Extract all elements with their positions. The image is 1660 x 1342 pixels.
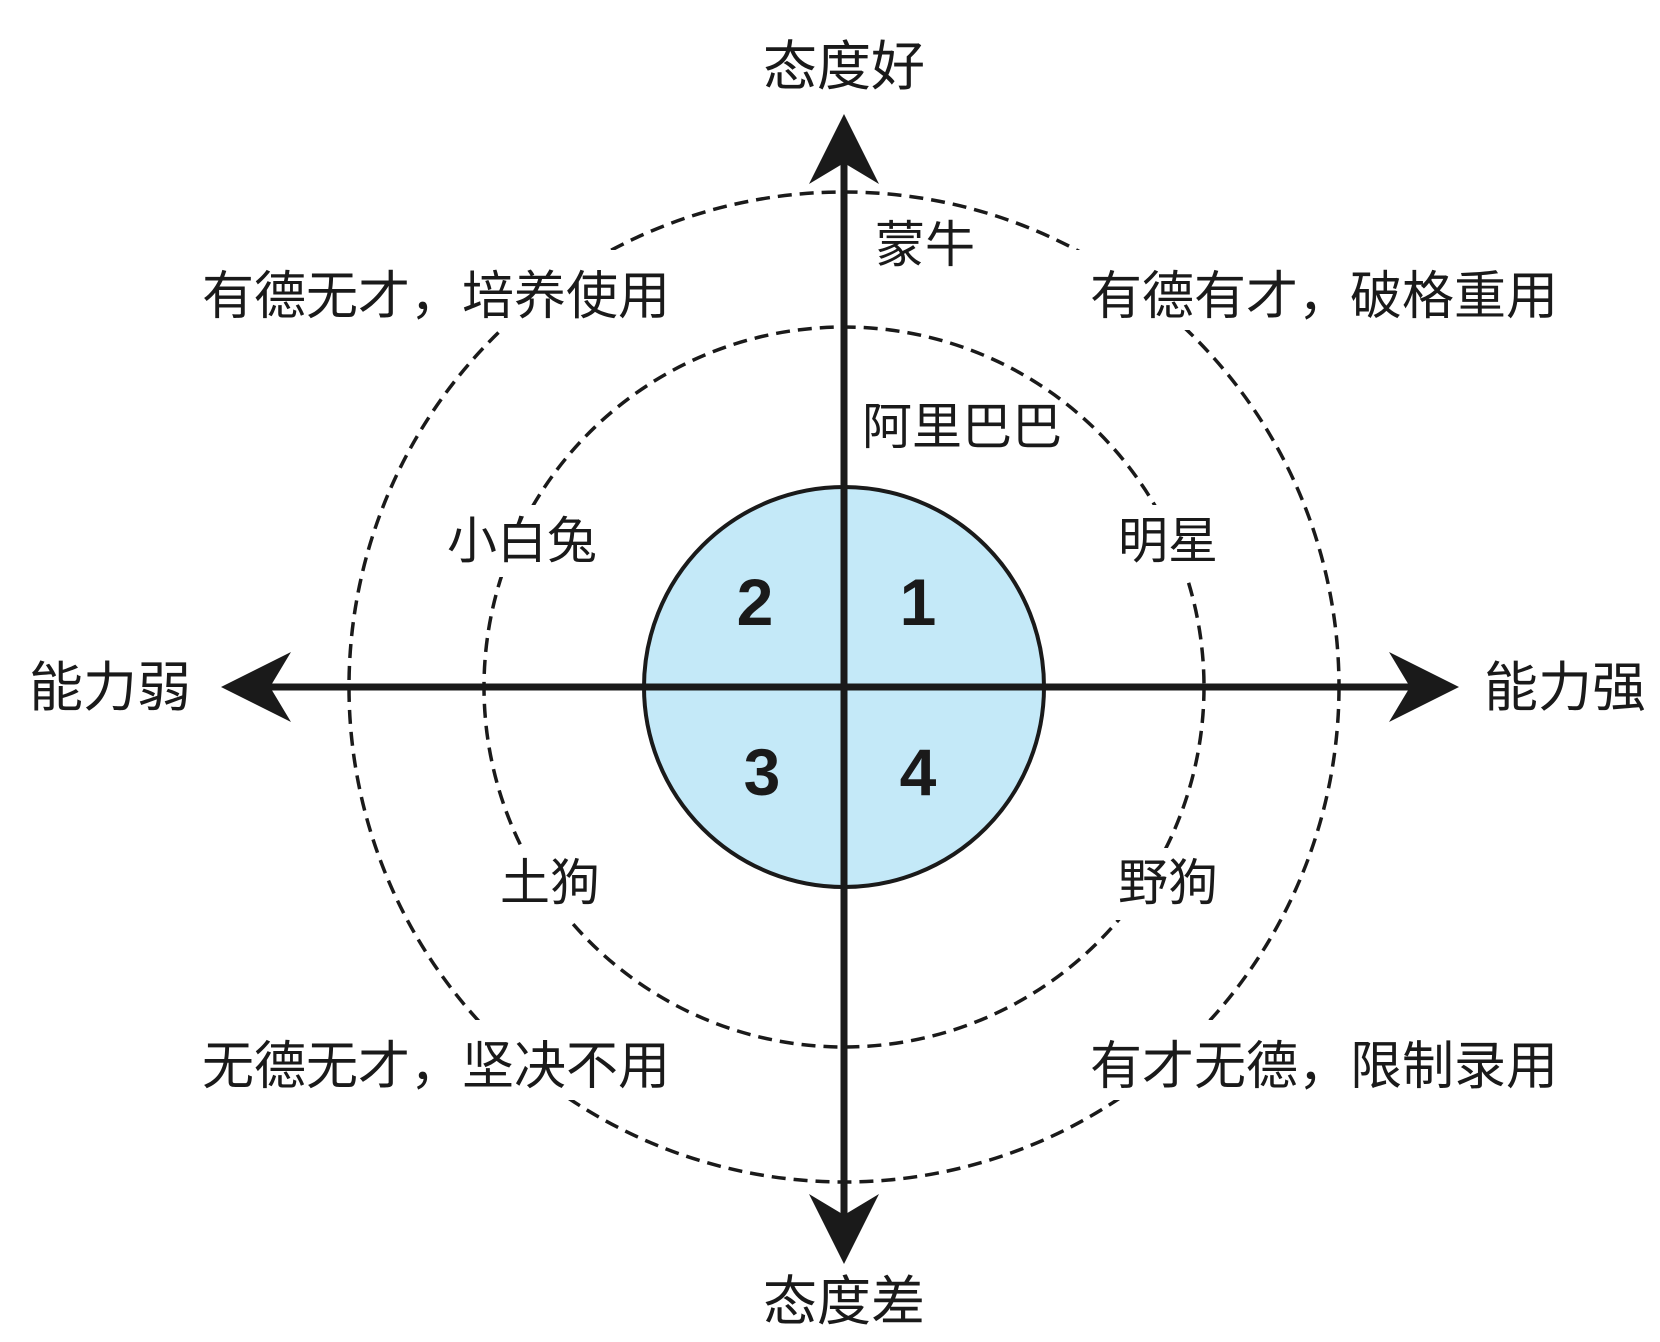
- label-mask-bottom-right: [1058, 1020, 1590, 1100]
- axis-label-right: 能力强: [1484, 656, 1646, 719]
- core-number-4: 4: [900, 735, 937, 809]
- core-number-1: 1: [900, 565, 937, 639]
- quadrant-label-top-right: 有德有才，破格重用: [1090, 267, 1558, 327]
- label-mask-top-right: [1058, 250, 1590, 330]
- zone-label-top-outer: 蒙牛: [875, 216, 975, 274]
- zone-label-upper-left: 小白兔: [447, 512, 597, 570]
- zone-label-top-inner: 阿里巴巴: [862, 398, 1062, 456]
- quadrant-label-bottom-right: 有才无德，限制录用: [1090, 1037, 1558, 1097]
- core-number-2: 2: [737, 565, 774, 639]
- label-mask-lower-left: [486, 848, 616, 920]
- zone-label-upper-right: 明星: [1118, 512, 1218, 570]
- label-mask-bottom-left: [170, 1020, 702, 1100]
- label-mask-upper-left: [432, 505, 612, 577]
- label-mask-upper-right: [1103, 505, 1233, 577]
- axis-label-bottom: 态度差: [763, 1270, 925, 1333]
- label-mask-lower-right: [1103, 848, 1233, 920]
- zone-label-lower-right: 野狗: [1118, 854, 1218, 912]
- axis-label-left: 能力弱: [29, 656, 191, 719]
- label-mask-top-left: [170, 250, 702, 330]
- axis-label-top: 态度好: [763, 35, 925, 98]
- quadrant-label-bottom-left: 无德无才，坚决不用: [202, 1037, 670, 1097]
- zone-label-lower-left: 土狗: [500, 854, 600, 912]
- core-number-3: 3: [744, 735, 781, 809]
- quadrant-label-top-left: 有德无才，培养使用: [202, 267, 670, 327]
